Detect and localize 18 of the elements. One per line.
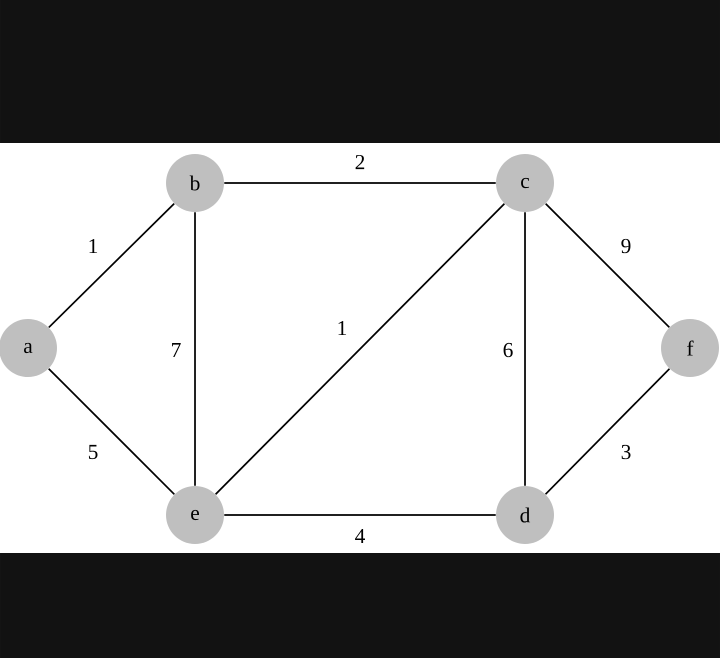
edge-line — [524, 212, 526, 486]
edge-line — [545, 203, 670, 328]
edge-label: 1 — [335, 320, 349, 336]
edge-label: 1 — [86, 238, 100, 254]
edge-line — [224, 514, 496, 516]
edge-line — [48, 368, 175, 495]
edge-label: 4 — [353, 528, 367, 544]
edge-line — [544, 368, 670, 495]
edge-label: 2 — [353, 154, 367, 170]
edge-line — [48, 202, 175, 328]
edge-label: 3 — [619, 444, 633, 460]
edge-line — [224, 182, 496, 184]
edge-label: 5 — [86, 444, 100, 460]
edge-line — [215, 203, 505, 495]
edge-label: 7 — [169, 342, 183, 358]
edge-line — [194, 212, 196, 486]
edge-label: 9 — [619, 238, 633, 254]
edge-label: 6 — [501, 342, 515, 358]
